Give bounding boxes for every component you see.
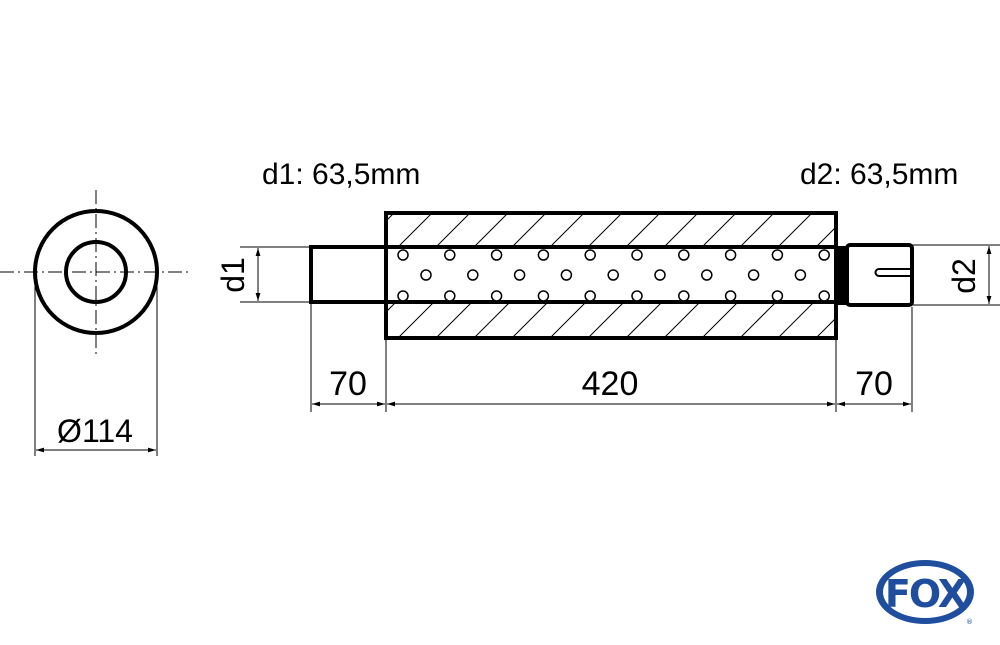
hatch-line — [436, 215, 469, 246]
hatch-line — [664, 215, 697, 246]
perforation-hole — [631, 249, 643, 261]
hatch-line — [778, 215, 811, 246]
hatch-line — [702, 215, 735, 246]
hatch-line — [589, 303, 624, 336]
hatch-line — [741, 303, 776, 336]
front-view: Ø114 — [0, 190, 188, 456]
hatch-line — [513, 303, 548, 336]
hatch-line — [627, 303, 662, 336]
perforation-hole — [701, 269, 713, 281]
inlet-pipe — [309, 245, 388, 304]
hatch-line — [388, 303, 396, 311]
hatch-line — [779, 303, 814, 336]
perforation-hole — [490, 290, 503, 302]
perforation-hole — [818, 249, 830, 261]
outlet-diameter-label: d2: 63,5mm — [800, 158, 958, 191]
perforation-hole — [654, 269, 666, 281]
hatch-line — [703, 303, 738, 336]
hatch-line — [437, 303, 472, 336]
hatch-line — [399, 303, 434, 336]
registered-mark: ® — [966, 618, 973, 626]
hatch-line — [892, 302, 928, 338]
hatch-line — [854, 302, 890, 338]
hatch-line — [550, 215, 583, 246]
side-view: d1: 63,5mm d2: 63,5mm d1 d2 70 420 70 — [215, 158, 1000, 412]
hatch-line — [551, 303, 586, 336]
outlet-slot — [874, 268, 912, 277]
perforation-holes — [397, 249, 830, 302]
perforation-hole — [490, 249, 503, 261]
perforation-hole — [397, 290, 409, 302]
perforation-hole — [771, 290, 784, 302]
hatch-line — [512, 215, 545, 246]
diameter-dimension: Ø114 — [57, 413, 133, 449]
hatch-line — [740, 215, 773, 246]
hatch-line — [588, 215, 621, 246]
perforation-hole — [678, 249, 690, 261]
hatch-band — [388, 213, 926, 247]
hatch-line — [398, 215, 431, 246]
perforation-hole — [631, 290, 643, 302]
logo-text: FOX — [885, 572, 967, 616]
perforation-hole — [584, 249, 596, 261]
hatch-line — [474, 215, 507, 246]
d1-dimension: d1 — [215, 257, 251, 293]
perforation-hole — [771, 249, 784, 261]
insulation-hatching — [388, 213, 928, 338]
inlet-length-dimension: 70 — [329, 365, 367, 403]
hatch-band — [388, 302, 928, 338]
hatch-line — [626, 215, 659, 246]
hatch-line — [388, 215, 393, 220]
fox-logo: FOX ® — [876, 560, 974, 626]
perforation-hole — [584, 290, 596, 302]
perforation-hole — [678, 290, 690, 302]
body-length-dimension: 420 — [582, 365, 639, 403]
perforation-hole — [607, 269, 619, 281]
perforation-hole — [537, 290, 550, 302]
perforation-hole — [467, 269, 479, 281]
hatch-line — [665, 303, 700, 336]
outlet-length-dimension: 70 — [855, 365, 893, 403]
perforation-hole — [397, 249, 409, 261]
hatch-line — [892, 213, 926, 247]
perforation-hole — [420, 269, 432, 281]
perforation-hole — [444, 290, 456, 302]
perforation-hole — [724, 290, 737, 302]
perforation-hole — [747, 269, 760, 281]
perforation-hole — [818, 290, 830, 302]
perforation-hole — [794, 269, 807, 281]
perforation-hole — [560, 269, 573, 281]
d2-dimension: d2 — [946, 258, 982, 294]
perforation-hole — [513, 269, 526, 281]
perforation-hole — [537, 249, 550, 261]
hatch-line — [816, 228, 834, 246]
perforation-hole — [444, 249, 456, 261]
perforation-hole — [724, 249, 737, 261]
outlet-collar — [838, 246, 847, 305]
hatch-line — [475, 303, 510, 336]
hatch-line — [854, 213, 888, 247]
hatch-line — [817, 319, 834, 336]
inlet-diameter-label: d1: 63,5mm — [262, 158, 420, 191]
